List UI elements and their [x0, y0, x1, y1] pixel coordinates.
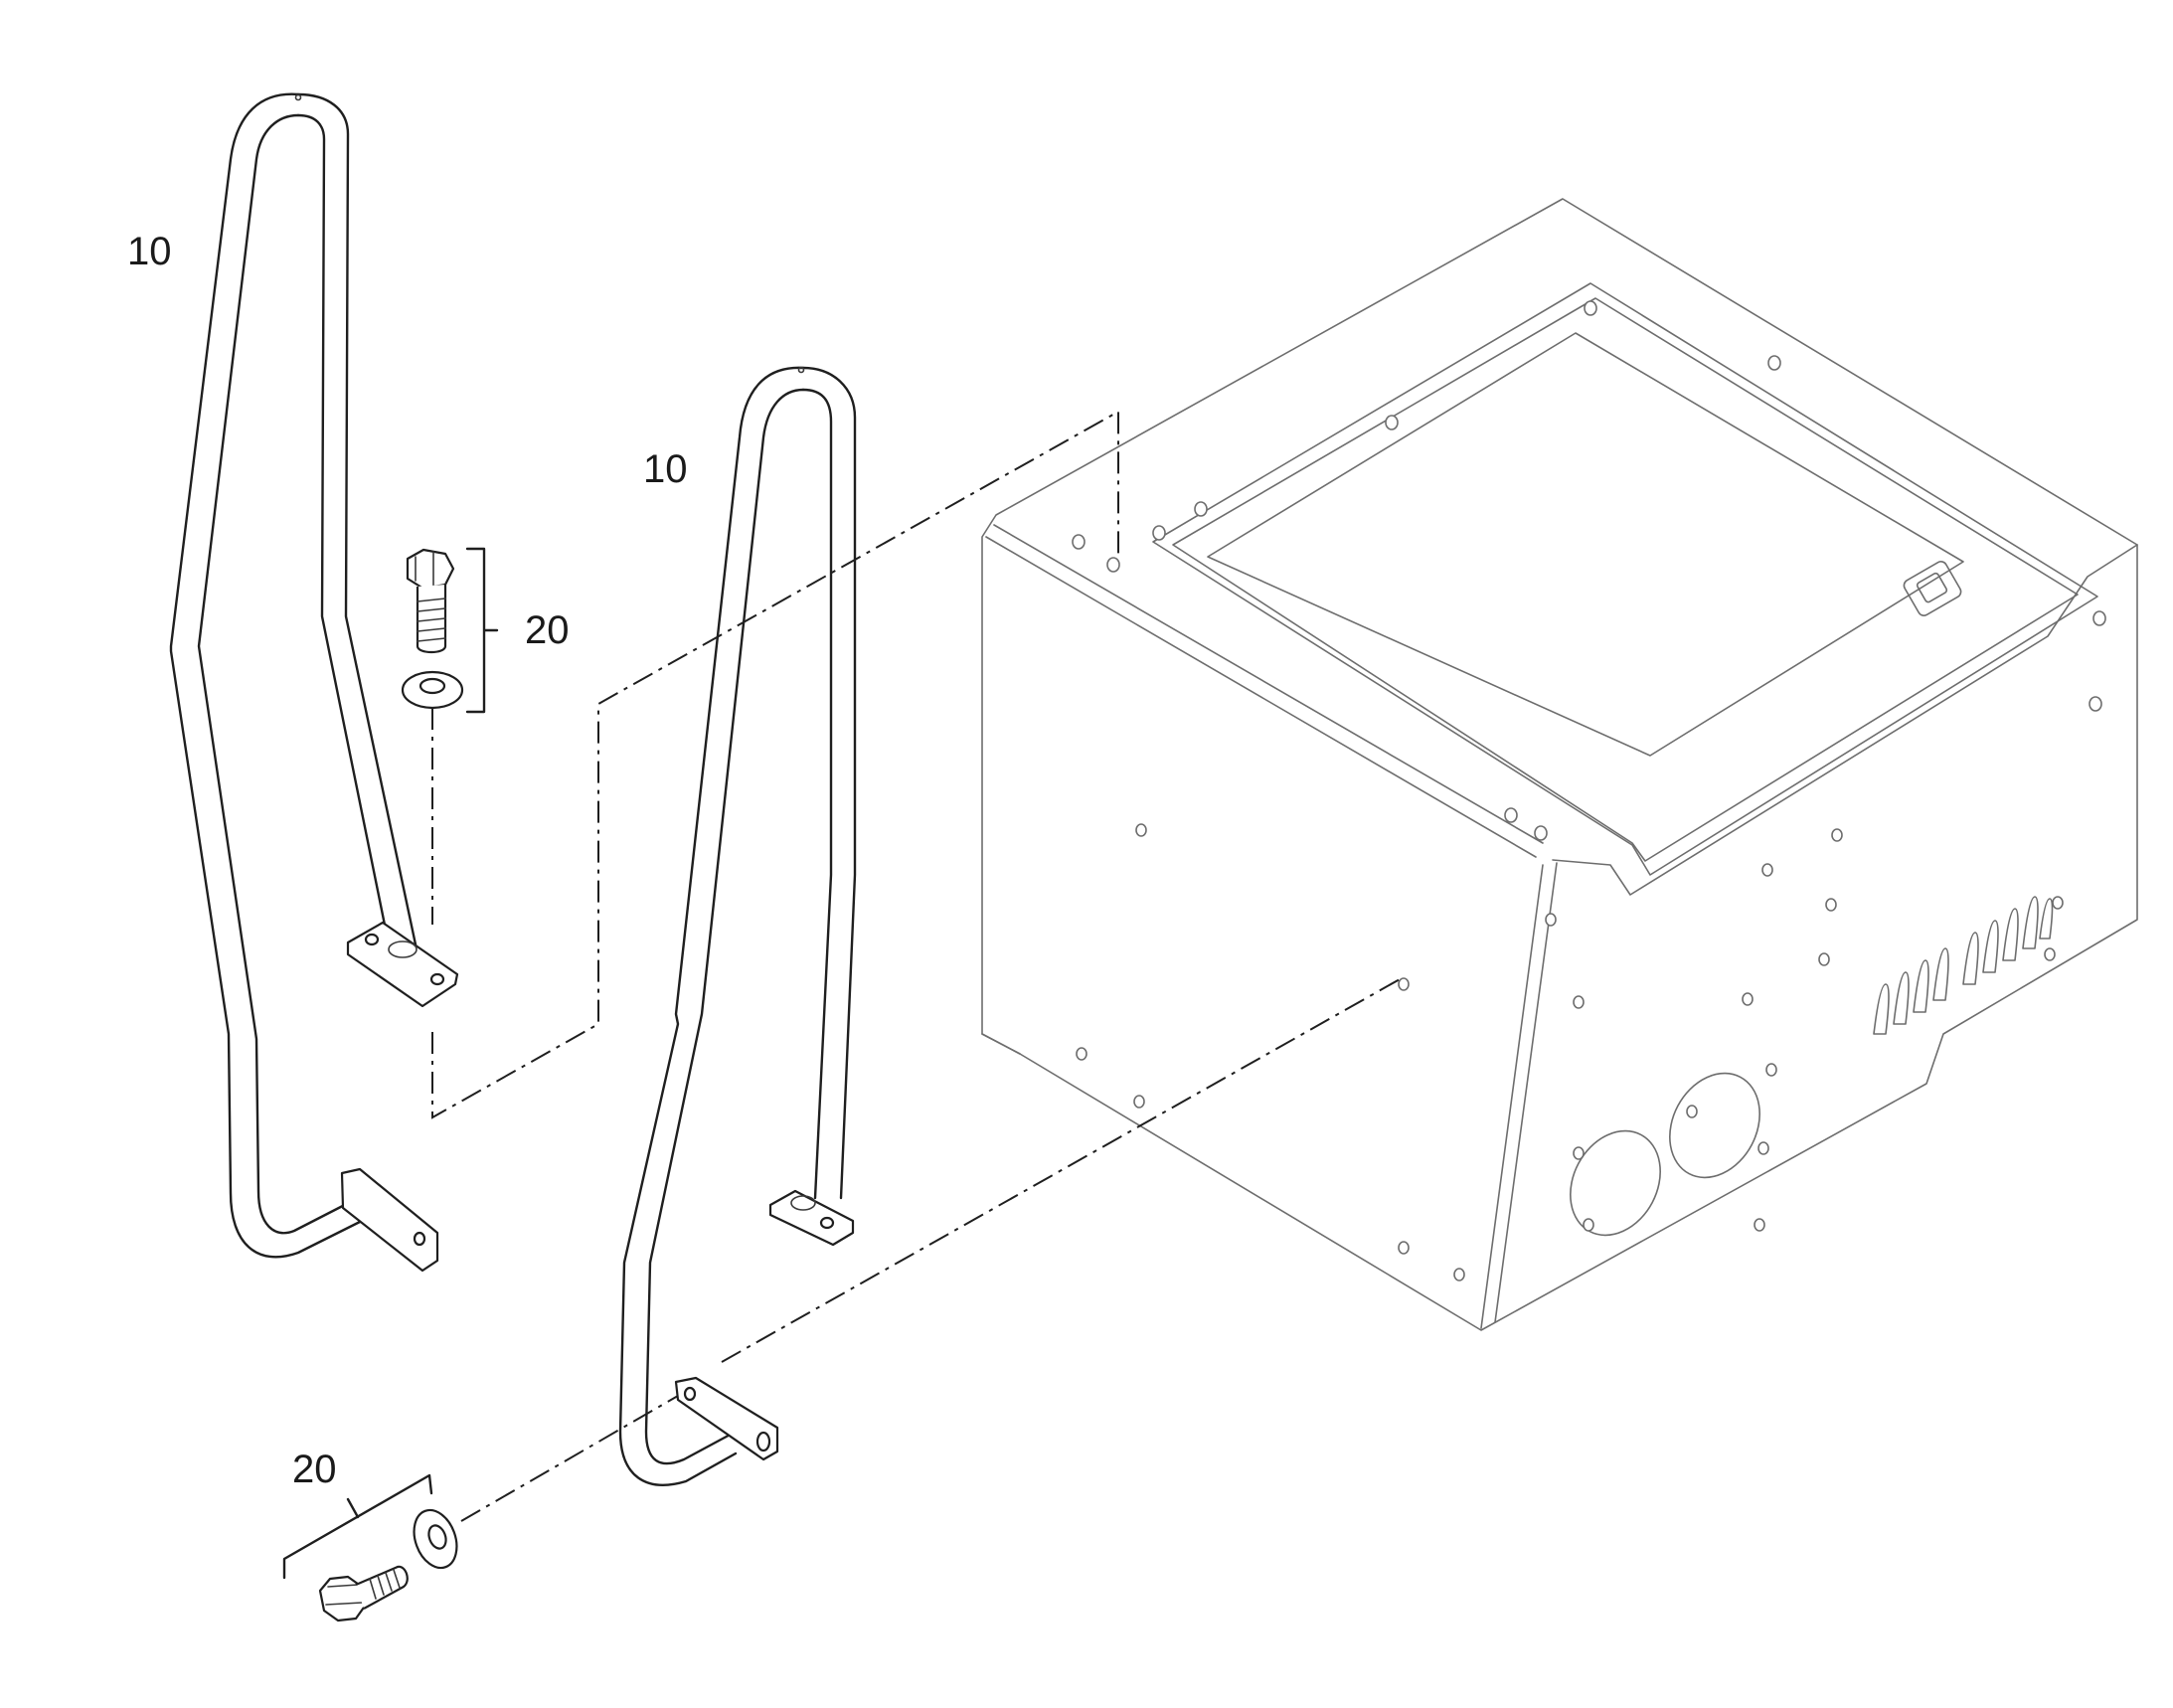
bracket-upper: [465, 547, 499, 714]
bolt-upper-part: [406, 548, 455, 654]
callout-10-left: 10: [127, 230, 172, 273]
assembly-lines: [431, 410, 1401, 1522]
callout-20-upper: 20: [525, 608, 570, 652]
handrail-right-part: [618, 366, 857, 1486]
washer-lower-part: [413, 1508, 458, 1570]
callout-20-lower: 20: [292, 1448, 337, 1491]
bracket-lower: [282, 1473, 433, 1580]
washer-upper-part: [401, 670, 464, 710]
enclosure-housing: [981, 198, 2138, 1331]
bolt-lower-part: [318, 1565, 409, 1623]
handrail-left-part: [169, 92, 459, 1273]
callout-10-right: 10: [643, 447, 688, 491]
